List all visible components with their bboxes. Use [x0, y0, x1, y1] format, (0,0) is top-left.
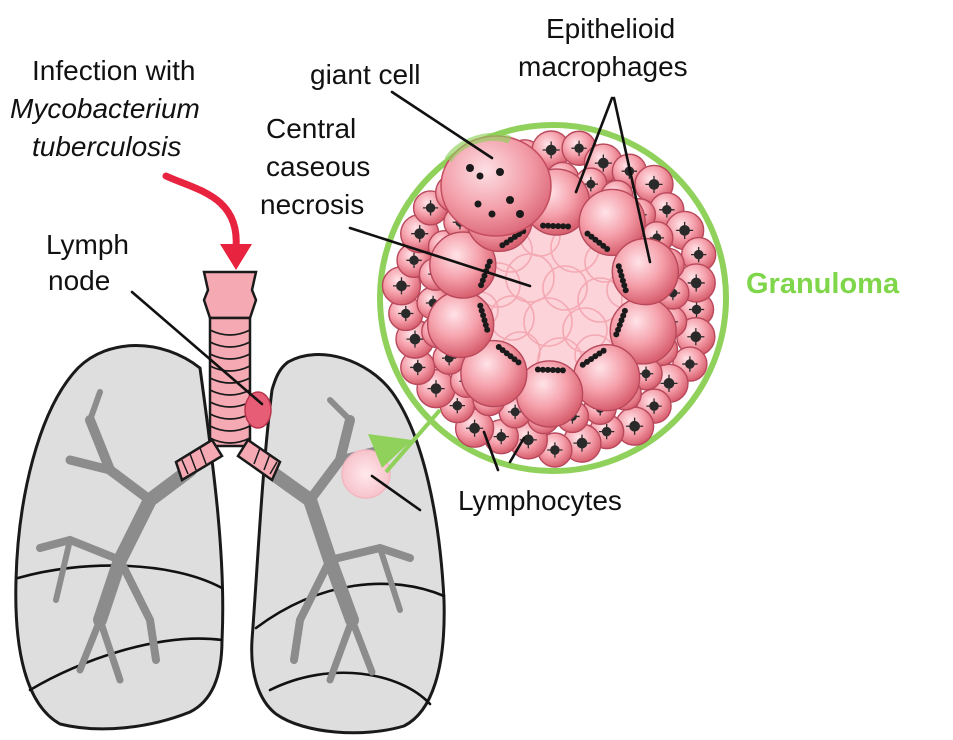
central-necrosis-label-line3: necrosis: [260, 189, 364, 220]
infection-arrow: [166, 176, 252, 270]
right-lung: [252, 354, 444, 732]
central-necrosis-label-line1: Central: [266, 113, 356, 144]
lymphocytes-label: Lymphocytes: [458, 485, 622, 516]
epithelioid-macrophage: [612, 239, 678, 305]
lymph-node-label-line2: node: [48, 265, 110, 296]
central-necrosis-label-line2: caseous: [266, 151, 370, 182]
larynx: [204, 272, 256, 318]
lymph-node: [245, 392, 271, 428]
infection-label-line1: Infection with: [32, 55, 195, 86]
giant-cell: [441, 136, 551, 236]
epithelioid-label-line1: Epithelioid: [546, 13, 675, 44]
lymph-node-label-line1: Lymph: [46, 229, 129, 260]
infection-label-line3: tuberculosis: [32, 131, 181, 162]
epithelioid-macrophage: [574, 345, 640, 411]
epithelioid-macrophage: [428, 291, 494, 357]
granuloma: [368, 125, 726, 472]
epithelioid-label-line2: macrophages: [518, 51, 688, 82]
infection-label-line2: Mycobacterium: [10, 93, 200, 124]
granuloma-label: Granuloma: [746, 268, 900, 300]
giant-cell-label: giant cell: [310, 59, 421, 90]
